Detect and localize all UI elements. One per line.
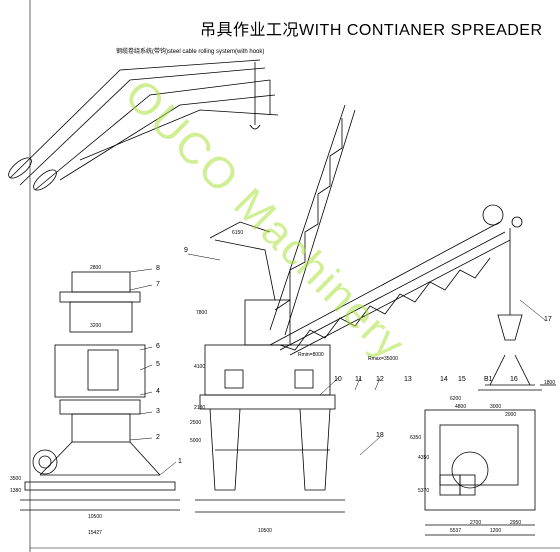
- dimension-2000: 2000: [505, 412, 517, 418]
- dimension-top-width: 2800: [90, 265, 102, 271]
- dimension-base-width2: 15427: [88, 530, 102, 536]
- part-number-16: 16: [510, 376, 518, 383]
- dimension-2950: 2950: [510, 520, 522, 526]
- dimension-radius-max: Rmax=35000: [368, 356, 398, 362]
- dimension-left-h: 3500: [10, 476, 22, 482]
- dimension-2700: 2700: [470, 520, 482, 526]
- dimension-6150: 6150: [232, 230, 244, 236]
- part-number-5: 5: [156, 361, 160, 368]
- crane-end-view: [20, 271, 180, 511]
- dimension-4800: 4800: [455, 404, 467, 410]
- crane-side-view: [199, 104, 556, 491]
- dimension-height4: 2500: [190, 420, 202, 426]
- dimension-height1: 4100: [194, 364, 206, 370]
- dimension-4350: 4350: [418, 455, 430, 461]
- drawing-title: 吊具作业工况WITH CONTIANER SPREADER: [200, 22, 543, 39]
- part-number-7: 7: [156, 281, 160, 288]
- part-number-6: 6: [156, 343, 160, 350]
- part-number-14: 14: [440, 376, 448, 383]
- dimension-6200: 6200: [450, 396, 462, 402]
- leader-lines: [129, 253, 546, 476]
- dimension-5537: 5537: [450, 528, 462, 534]
- dimension-1200: 1200: [490, 528, 502, 534]
- part-number-4: 4: [156, 388, 160, 395]
- dimension-radius-min: Rmin=8000: [298, 352, 324, 358]
- part-number-18: 18: [376, 432, 384, 439]
- part-number-17: 17: [544, 316, 552, 323]
- part-number-b1: B1: [484, 376, 493, 383]
- part-number-8: 8: [156, 265, 160, 272]
- boom-hook-positions: [8, 59, 279, 191]
- dimension-6350: 6350: [410, 435, 422, 441]
- part-number-12: 12: [376, 376, 384, 383]
- dimension-5370: 5370: [418, 488, 430, 494]
- dimension-base-height: 1380: [10, 488, 22, 494]
- part-number-11: 11: [355, 376, 363, 383]
- dimension-base-width1: 10500: [88, 514, 102, 520]
- part-number-2: 2: [156, 434, 160, 441]
- dimension-gantry-width: 10500: [258, 528, 272, 534]
- dimension-height3: 5000: [190, 438, 202, 444]
- dimension-right-drop: 1800: [544, 380, 556, 386]
- crane-plan-view: [424, 409, 536, 536]
- part-number-9: 9: [184, 247, 188, 254]
- dimension-height2: 2180: [194, 405, 206, 411]
- dimension-3000: 3000: [490, 404, 502, 410]
- part-number-10: 10: [334, 376, 342, 383]
- part-number-13: 13: [404, 376, 412, 383]
- drawing-subtitle: 钢缆卷绕系统(带钩)steel cable rolling system(wit…: [116, 49, 265, 55]
- part-number-1: 1: [178, 458, 182, 465]
- dimension-mast-height: 7800: [196, 310, 208, 316]
- part-number-3: 3: [156, 408, 160, 415]
- dimension-mid-width: 3200: [90, 323, 102, 329]
- part-number-15: 15: [458, 376, 466, 383]
